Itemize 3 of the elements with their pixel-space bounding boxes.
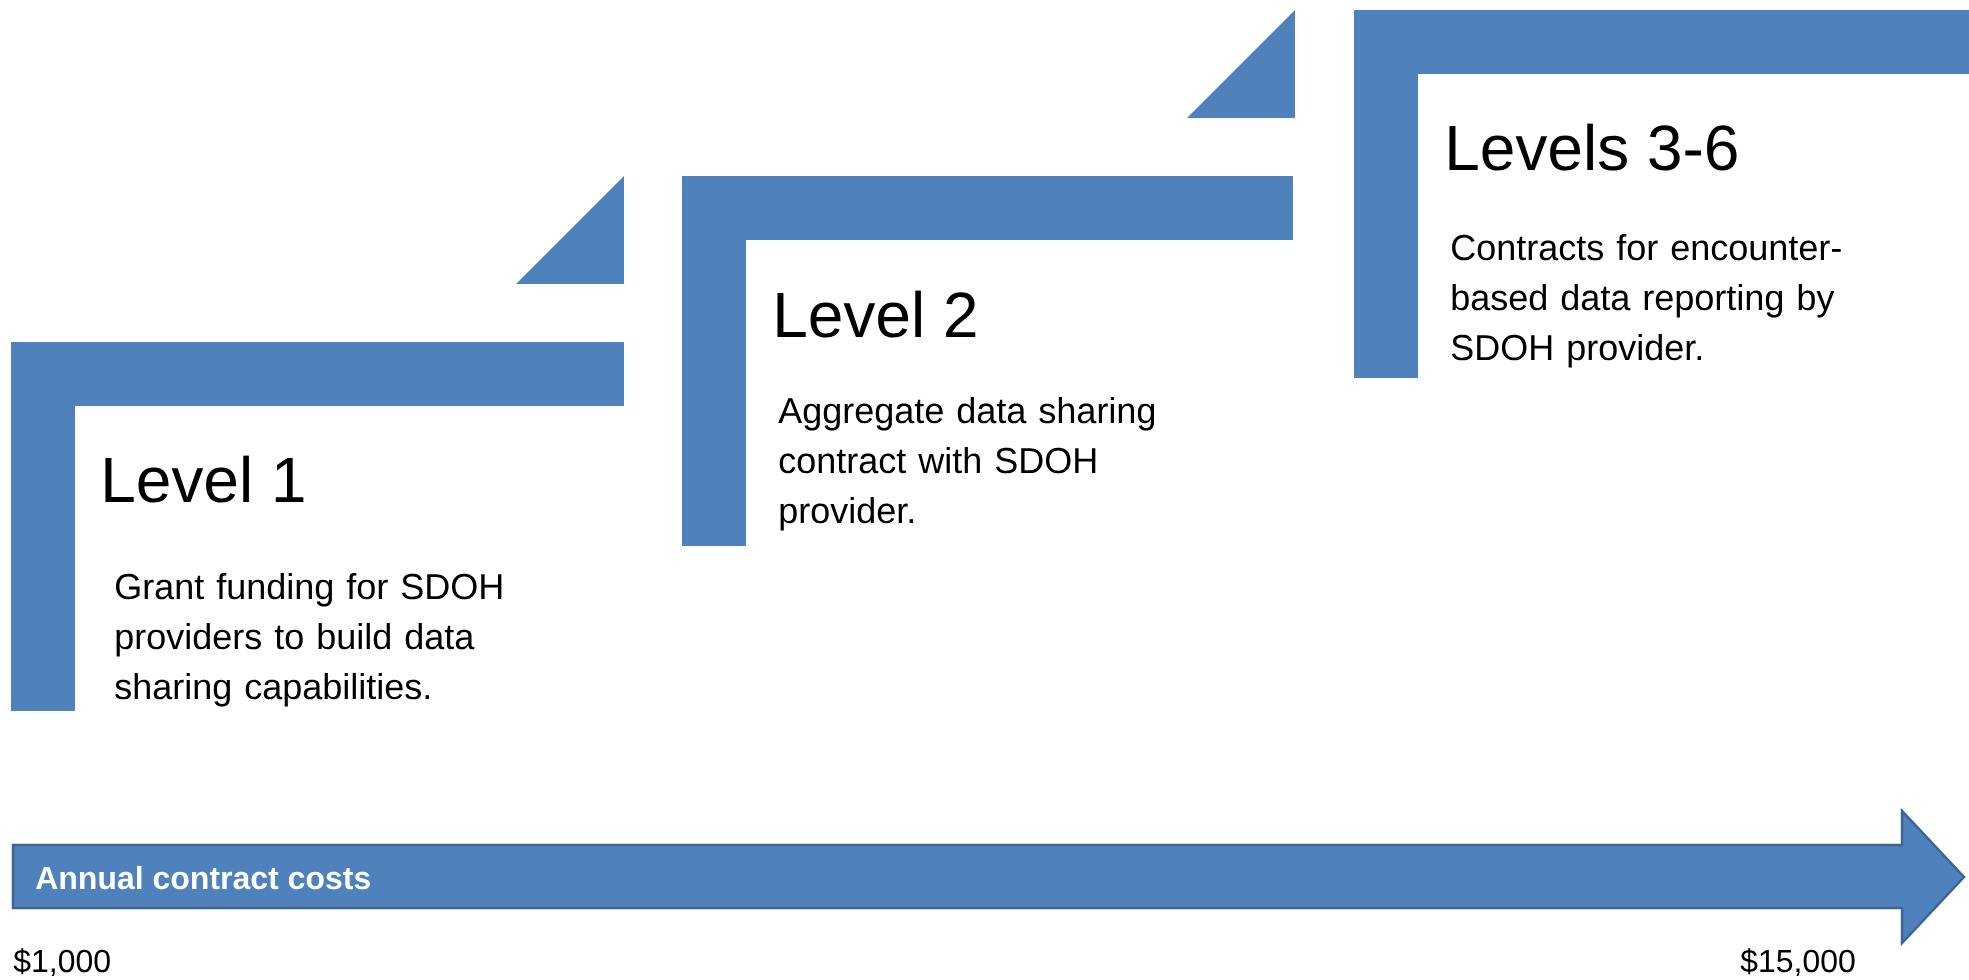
- step-drawing: Levels 3-6 Contracts for encounter-based data reporting by SDOH provider.: [1354, 10, 1969, 378]
- step-drawing: Level 2 Aggregate data sharing contract with SDOH provider.: [682, 10, 1295, 546]
- step-drawing: Level 1 Grant funding for SDOH providers to build data sharing capabilities.: [11, 176, 624, 711]
